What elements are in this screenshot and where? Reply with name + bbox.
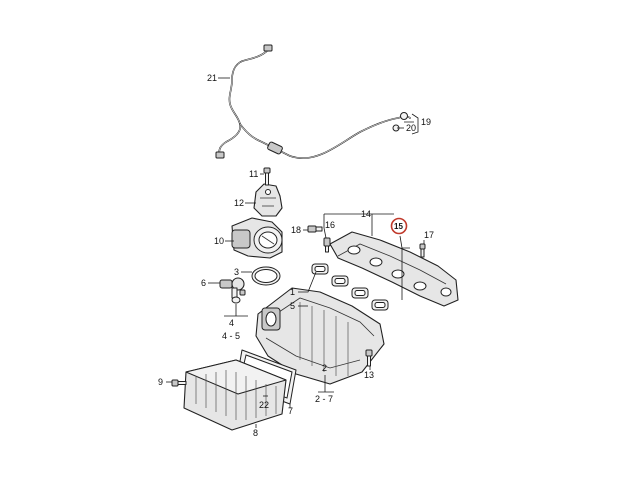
bolt-icon	[171, 379, 187, 387]
sensor-icon	[219, 277, 245, 299]
throttle-body-icon	[231, 217, 283, 259]
callout-3: 3	[234, 267, 239, 277]
callout-15-highlight: 15	[390, 217, 408, 235]
charge-air-cooler-icon	[183, 359, 287, 431]
vacuum-hose-icon	[215, 44, 411, 159]
callout-17: 17	[424, 230, 434, 240]
callout-1: 1	[290, 287, 295, 297]
callout-4: 4	[229, 318, 234, 328]
callout-13: 13	[364, 370, 374, 380]
callout-10: 10	[214, 236, 224, 246]
callout-15: 15	[394, 222, 403, 231]
callout-9: 9	[158, 377, 163, 387]
manifold-flap-icon	[329, 231, 459, 307]
gasket-icon	[311, 263, 389, 311]
bracket-icon	[253, 183, 283, 217]
callout-2-7: 2 - 7	[315, 394, 333, 404]
callout-18: 18	[291, 225, 301, 235]
intake-manifold-icon	[255, 287, 385, 385]
leader-lines	[166, 77, 425, 428]
bolt-icon	[263, 167, 271, 186]
callout-21: 21	[207, 73, 217, 83]
bolt-icon	[419, 243, 426, 258]
callout-11: 11	[249, 169, 258, 179]
callout-2: 2	[322, 363, 327, 373]
bolt-icon	[365, 349, 373, 367]
callout-labels: 21 19 20 11 12 10 3 6 4 4 - 5 18 16 14 1…	[158, 73, 434, 438]
sensor-icon	[323, 237, 331, 253]
callout-6: 6	[201, 278, 206, 288]
sensor-icon	[307, 225, 323, 233]
callout-4-5: 4 - 5	[222, 331, 240, 341]
callout-14: 14	[361, 209, 371, 219]
callout-22: 22	[259, 400, 269, 410]
o-ring-icon	[251, 266, 281, 286]
callout-16: 16	[325, 220, 335, 230]
callout-8: 8	[253, 428, 258, 438]
callout-19: 19	[421, 117, 431, 127]
callout-7: 7	[288, 406, 293, 416]
callout-12: 12	[234, 198, 244, 208]
bolt-icon	[239, 289, 246, 296]
callout-20: 20	[406, 123, 416, 133]
callout-5: 5	[290, 301, 295, 311]
gasket-icon	[231, 296, 241, 304]
